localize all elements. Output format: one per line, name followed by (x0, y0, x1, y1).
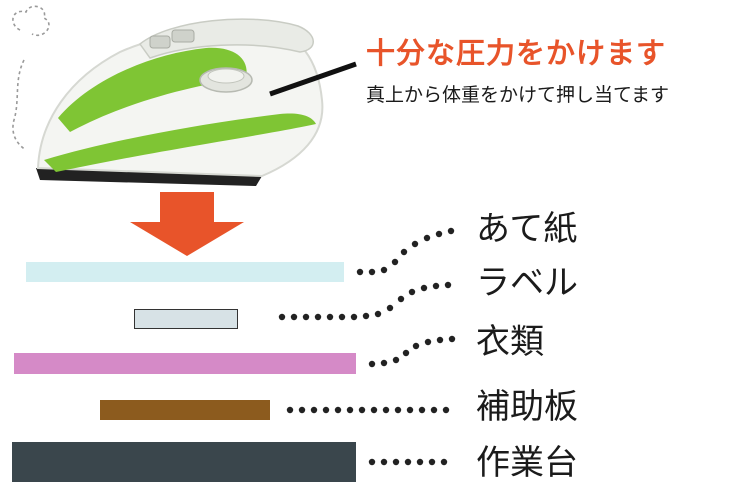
leader-sagyoudai (368, 458, 448, 466)
leader-irui (368, 335, 456, 368)
layer-bar-label (134, 309, 238, 329)
layer-label-label: ラベル (476, 263, 578, 303)
callout-headline: 十分な圧力をかけます (366, 36, 667, 70)
callout-subline: 真上から体重をかけて押し当てます (366, 84, 670, 106)
layer-bar-hojoban (100, 400, 270, 420)
layer-label-irui: 衣類 (476, 322, 544, 362)
layer-bar-sagyoudai (12, 442, 356, 482)
dotted-leaders (278, 227, 456, 466)
callout-leader (269, 61, 357, 97)
layer-label-sagyoudai: 作業台 (476, 443, 578, 483)
layer-label-atekami: あて紙 (476, 209, 578, 249)
leader-hojoban (286, 406, 450, 414)
layer-bar-atekami (26, 262, 344, 282)
iron-icon (36, 18, 324, 186)
layer-bar-irui (14, 353, 356, 374)
down-arrow-icon (130, 192, 244, 256)
layer-label-hojoban: 補助板 (476, 387, 578, 427)
steam-icon (12, 5, 50, 151)
leader-atekami (356, 227, 455, 276)
leader-label (278, 281, 452, 321)
